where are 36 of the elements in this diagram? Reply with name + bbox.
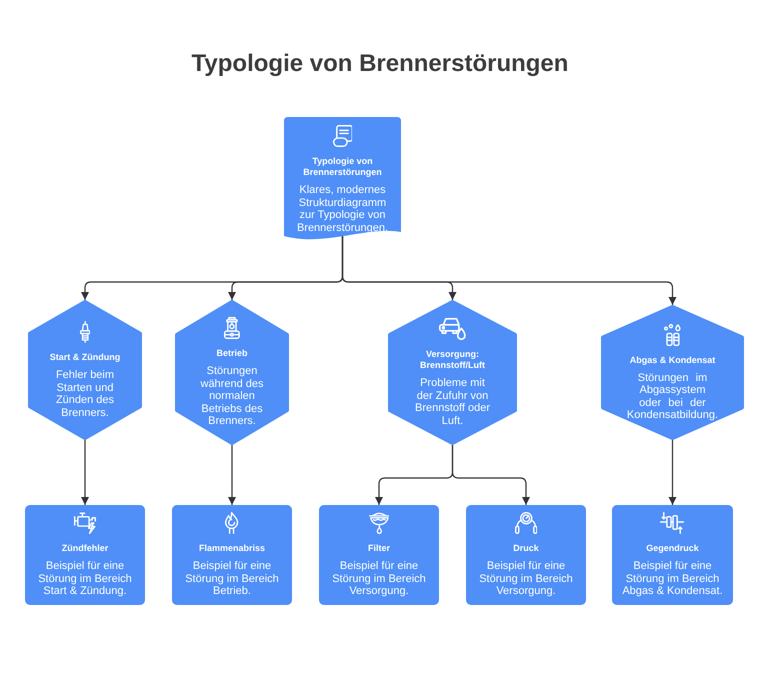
- arrow: [452, 445, 530, 505]
- node-description: Fehler beim Starten und Zünden des Brenners.: [54, 369, 116, 419]
- node-heading: Typologie von Brennerstörungen: [302, 156, 383, 178]
- diagram-title: Typologie von Brennerstörungen: [190, 49, 570, 79]
- hexagon-node: [175, 300, 289, 445]
- rounded-box-node: [319, 505, 439, 605]
- hexagon-node: [28, 300, 142, 440]
- rounded-box-node: [25, 505, 145, 605]
- node-heading: Gegendruck: [645, 543, 700, 554]
- node-heading: Betrieb: [215, 348, 248, 360]
- node-description: Beispiel für eine Störung im Bereich Betrieb.: [184, 560, 280, 598]
- arrow: [668, 440, 676, 505]
- node-heading: Abgas & Kondensat: [628, 354, 716, 366]
- arrow: [81, 440, 89, 505]
- node-description: Beispiel für eine Störung im Bereich Versorgung.: [478, 560, 574, 598]
- hexagon-node: [388, 300, 517, 445]
- node-description: Klares, modernes Strukturdiagramm zur Typologie von Brennerstörungen.: [296, 184, 390, 234]
- node-heading: Zündfehler: [60, 543, 110, 554]
- node-heading: Flammenabriss: [198, 543, 266, 554]
- arrow: [342, 235, 676, 305]
- node-description: Beispiel für eine Störung im Bereich Versorgung.: [331, 560, 427, 598]
- node-heading: Start & Zündung: [48, 352, 122, 363]
- node-description: Störungen während des normalen Betriebs des Brenners.: [200, 365, 264, 428]
- node-description: Probleme mit der Zufuhr von Brennstoff oder Luft.: [414, 377, 491, 427]
- node-description: Beispiel für eine Störung im Bereich Start & Zündung.: [37, 560, 133, 598]
- hexagon-node: [601, 305, 744, 440]
- node-description: Störungen im Abgassystem oder bei der Kondensatbildung.: [626, 372, 718, 422]
- node-heading: Filter: [366, 543, 391, 554]
- node-heading: Versorgung: Brennstoff/Luft: [419, 349, 486, 371]
- node-heading: Druck: [512, 543, 540, 554]
- rounded-box-node: [466, 505, 586, 605]
- document-node: [284, 117, 401, 240]
- rounded-box-node: [172, 505, 292, 605]
- node-description: Beispiel für eine Störung im Bereich Abgas & Kondensat.: [621, 560, 724, 598]
- arrow: [228, 445, 236, 505]
- rounded-box-node: [612, 505, 733, 605]
